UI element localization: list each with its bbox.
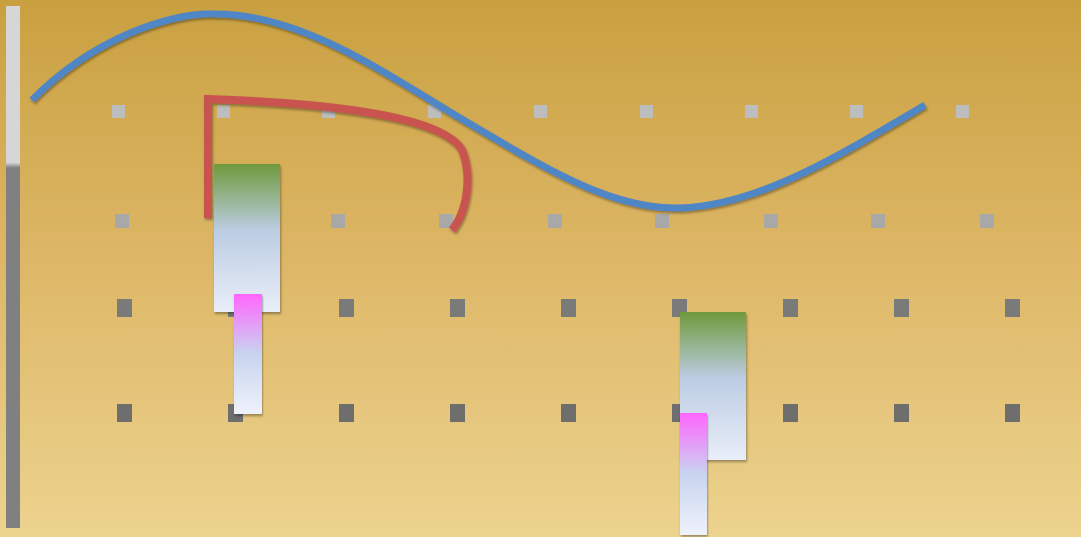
square-marker-icon — [980, 214, 994, 228]
square-marker-icon — [561, 299, 576, 317]
square-marker-icon — [745, 105, 758, 118]
magenta-bar-2 — [680, 413, 707, 535]
magenta-bar-1 — [234, 294, 262, 414]
blue-curve — [29, 10, 927, 212]
rail-3 — [20, 299, 1081, 317]
square-marker-icon — [871, 214, 885, 228]
square-marker-icon — [561, 404, 576, 422]
vertical-axis-bar — [6, 6, 20, 528]
square-marker-icon — [655, 214, 669, 228]
square-marker-icon — [112, 105, 125, 118]
square-marker-icon — [764, 214, 778, 228]
square-marker-icon — [850, 105, 863, 118]
square-marker-icon — [1005, 404, 1020, 422]
square-marker-icon — [450, 404, 465, 422]
square-marker-icon — [117, 404, 132, 422]
square-marker-icon — [956, 105, 969, 118]
square-marker-icon — [450, 299, 465, 317]
square-marker-icon — [534, 105, 547, 118]
square-marker-icon — [894, 299, 909, 317]
square-marker-icon — [217, 105, 230, 118]
red-curve — [204, 94, 472, 233]
square-marker-icon — [783, 404, 798, 422]
square-marker-icon — [548, 214, 562, 228]
rail-1 — [14, 105, 1025, 118]
square-marker-icon — [115, 214, 129, 228]
square-marker-icon — [640, 105, 653, 118]
square-marker-icon — [783, 299, 798, 317]
green-bar-1 — [214, 164, 280, 312]
square-marker-icon — [339, 404, 354, 422]
square-marker-icon — [1005, 299, 1020, 317]
rail-4 — [14, 404, 1081, 422]
square-marker-icon — [331, 214, 345, 228]
square-marker-icon — [339, 299, 354, 317]
square-marker-icon — [117, 299, 132, 317]
square-marker-icon — [894, 404, 909, 422]
square-marker-icon — [439, 214, 453, 228]
rail-2 — [20, 214, 1052, 228]
